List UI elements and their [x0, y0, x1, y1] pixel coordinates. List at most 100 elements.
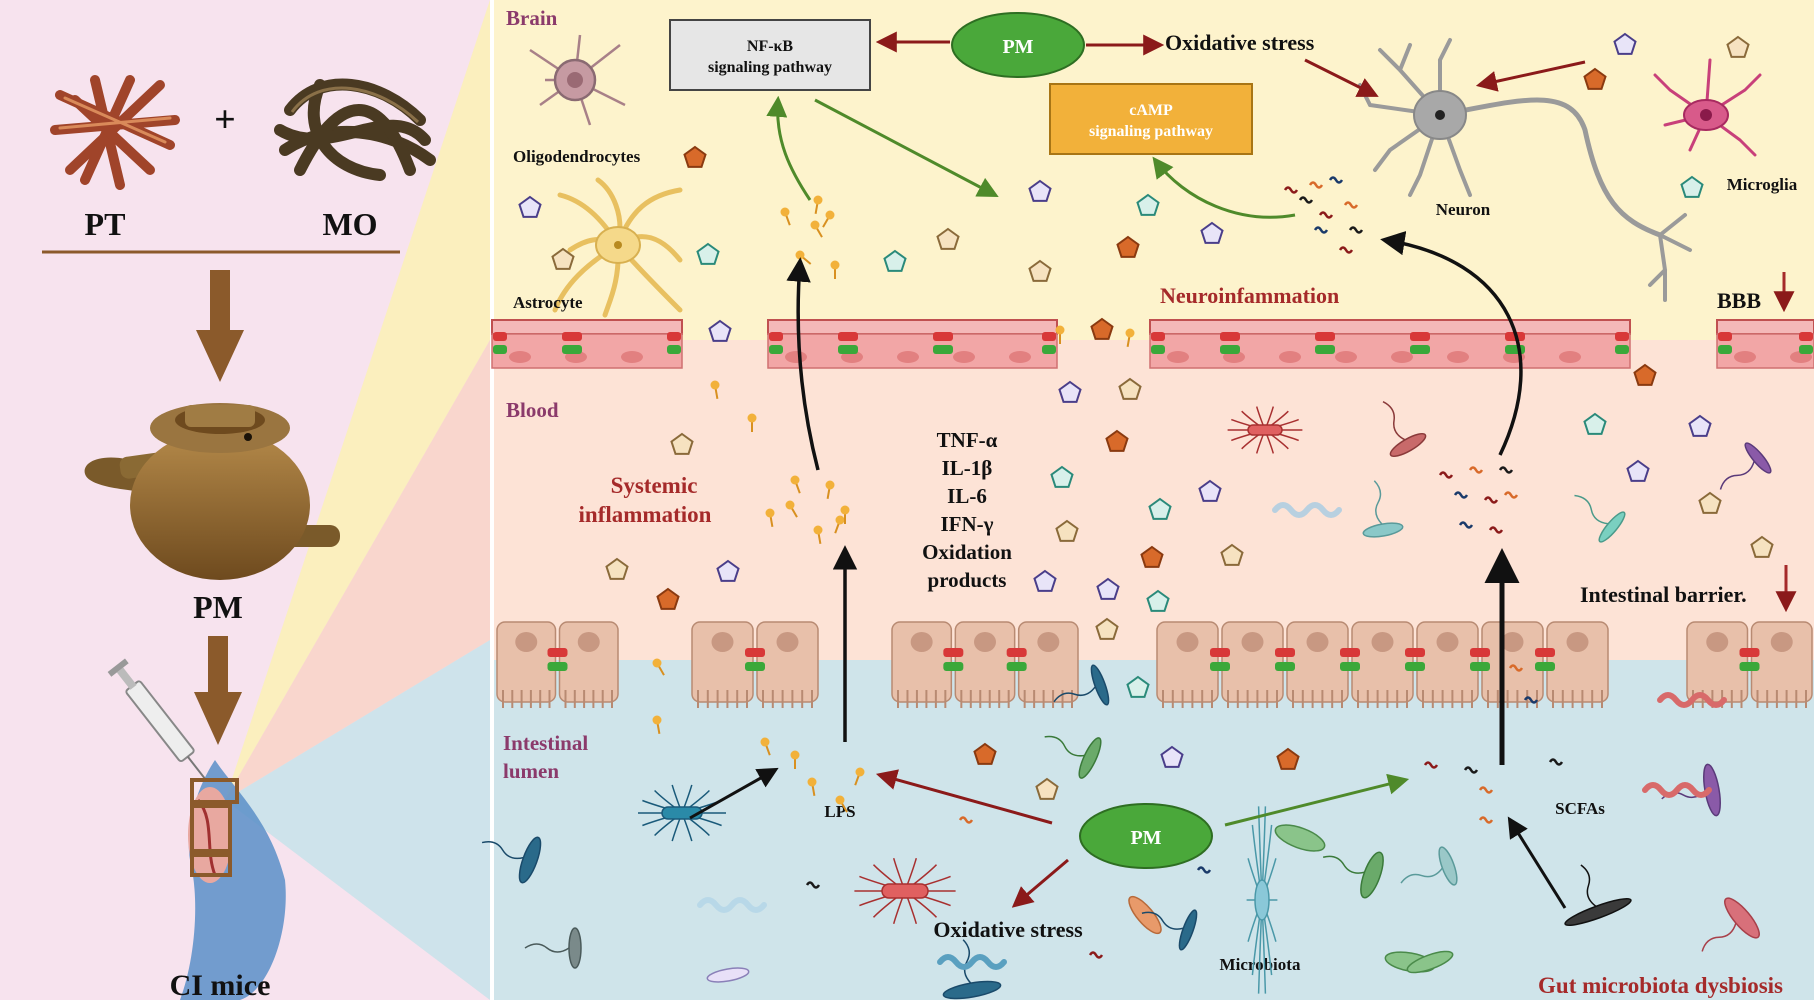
- pt-label: PT: [85, 206, 126, 242]
- scfa-molecule: [1478, 816, 1494, 824]
- scfa-molecule: [1458, 521, 1474, 529]
- scfa-molecule: [1438, 471, 1454, 479]
- bbb-top-strip: [491, 319, 683, 335]
- flagellum: [524, 943, 570, 953]
- epithelial-nucleus: [1770, 632, 1793, 652]
- molecule-pentagon: [1126, 675, 1150, 698]
- bacterium-body: [518, 836, 542, 884]
- lps-molecule: [825, 480, 835, 490]
- bacterium: [1044, 735, 1102, 779]
- gram-negative-bacterium: [1246, 806, 1278, 994]
- tight-junction-green: [1042, 345, 1056, 354]
- pm-gut-node: PM: [1079, 803, 1213, 869]
- bbb-top-strip: [1149, 319, 1631, 335]
- nfkb-pathway-box: NF-κB signaling pathway: [669, 19, 871, 91]
- epithelial-nucleus: [1566, 632, 1589, 652]
- tight-junction-green: [667, 345, 681, 354]
- gram-negative-bacterium: [854, 857, 956, 925]
- lps-molecule: [835, 515, 845, 525]
- arrow-to-mice: [194, 636, 242, 745]
- cytokine-ifng: IFN-γ: [941, 512, 994, 536]
- scfa-molecule: [1338, 246, 1354, 254]
- tight-junction-red: [943, 648, 964, 657]
- microglia-icon: [1653, 58, 1762, 157]
- bacterium: [1128, 895, 1162, 935]
- epithelial-nucleus: [1436, 632, 1459, 652]
- pm-brain-label: PM: [1002, 36, 1033, 58]
- flagellum: [1373, 480, 1383, 525]
- tight-junction-red: [667, 332, 681, 341]
- oxidative-stress-gut-label: Oxidative stress: [933, 917, 1083, 942]
- molecule-pentagon: [1140, 545, 1164, 568]
- cytokine-il6: IL-6: [947, 484, 987, 508]
- molecule-pentagon: [1035, 777, 1059, 800]
- tight-junction-green: [1210, 662, 1230, 671]
- bacterium-body: [706, 967, 750, 983]
- scfa-molecule: [1498, 466, 1514, 474]
- tight-junction-red: [1210, 648, 1230, 657]
- molecule-pentagon: [1136, 193, 1160, 216]
- lps-molecule: [810, 220, 820, 230]
- molecule-pentagon: [1633, 363, 1657, 386]
- molecule-pentagon: [716, 559, 740, 582]
- bacterium-body: [1360, 851, 1384, 899]
- tight-junction-red: [1405, 648, 1425, 657]
- cytokine-oxidation: Oxidation: [922, 540, 1012, 564]
- intestinal-barrier-label: Intestinal barrier.: [1580, 582, 1747, 607]
- scfa-molecule: [1348, 226, 1364, 234]
- lps-molecule: [710, 380, 720, 390]
- epithelial-nucleus: [1176, 632, 1199, 652]
- neuron-icon: [1358, 38, 1692, 302]
- lps-molecule: [1055, 325, 1065, 335]
- tight-junction-green: [1315, 345, 1335, 354]
- lps-molecule: [835, 795, 845, 805]
- brain-zoom-wedge: [225, 0, 490, 800]
- arrow-pm-to-scfas: [1224, 773, 1410, 827]
- mo-herb-icon: [274, 78, 436, 181]
- scfa-molecule: [1468, 466, 1484, 474]
- endothelial-nucleus: [785, 351, 807, 363]
- tight-junction-red: [1340, 648, 1360, 657]
- molecule-pentagon: [708, 319, 732, 342]
- endothelial-nucleus: [1559, 351, 1581, 363]
- molecule-pentagon: [1750, 535, 1774, 558]
- epithelial-nucleus: [1306, 632, 1329, 652]
- endothelial-nucleus: [1279, 351, 1301, 363]
- lps-molecule: [790, 750, 800, 760]
- lps-molecule: [1125, 328, 1135, 338]
- spirillum: [1642, 782, 1712, 798]
- molecule-pentagon: [1028, 259, 1052, 282]
- bacterium: [1564, 864, 1632, 926]
- spirillum: [937, 954, 1007, 970]
- molecule-pentagon: [696, 242, 720, 265]
- blood-zone-label: Blood: [506, 398, 559, 422]
- scfa-molecule: [1313, 226, 1329, 234]
- bacterium: [481, 836, 542, 884]
- epithelial-nucleus: [1241, 632, 1264, 652]
- endothelial-nucleus: [1335, 351, 1357, 363]
- molecule-pentagon: [1095, 617, 1119, 640]
- bacterium-body: [1178, 909, 1198, 951]
- lps-molecule: [830, 260, 840, 270]
- tight-junction-red: [769, 332, 783, 341]
- cytokine-il1b: IL-1β: [942, 456, 993, 480]
- tight-junction-green: [1739, 662, 1760, 671]
- lps-molecule: [813, 195, 823, 205]
- bacterium-body: [1744, 442, 1772, 474]
- scfa-molecule: [1523, 696, 1539, 704]
- arrow-pm-to-gut-oxidative: [1011, 858, 1069, 908]
- arrow-microglia-to-neuron: [1475, 60, 1586, 92]
- molecule-pentagon: [973, 742, 997, 765]
- bacterium: [1053, 664, 1110, 706]
- scfa-molecule: [1483, 496, 1499, 504]
- epithelial-nucleus: [910, 632, 933, 652]
- scfas-label: SCFAs: [1555, 799, 1605, 818]
- lps-molecule: [813, 525, 823, 535]
- systemic-inflammation-line1: Systemic: [611, 473, 698, 498]
- tight-junction-green: [547, 662, 568, 671]
- tight-junction-green: [1405, 662, 1425, 671]
- flagellum: [1141, 911, 1184, 930]
- lps-molecule: [760, 737, 770, 747]
- molecule-pentagon: [656, 587, 680, 610]
